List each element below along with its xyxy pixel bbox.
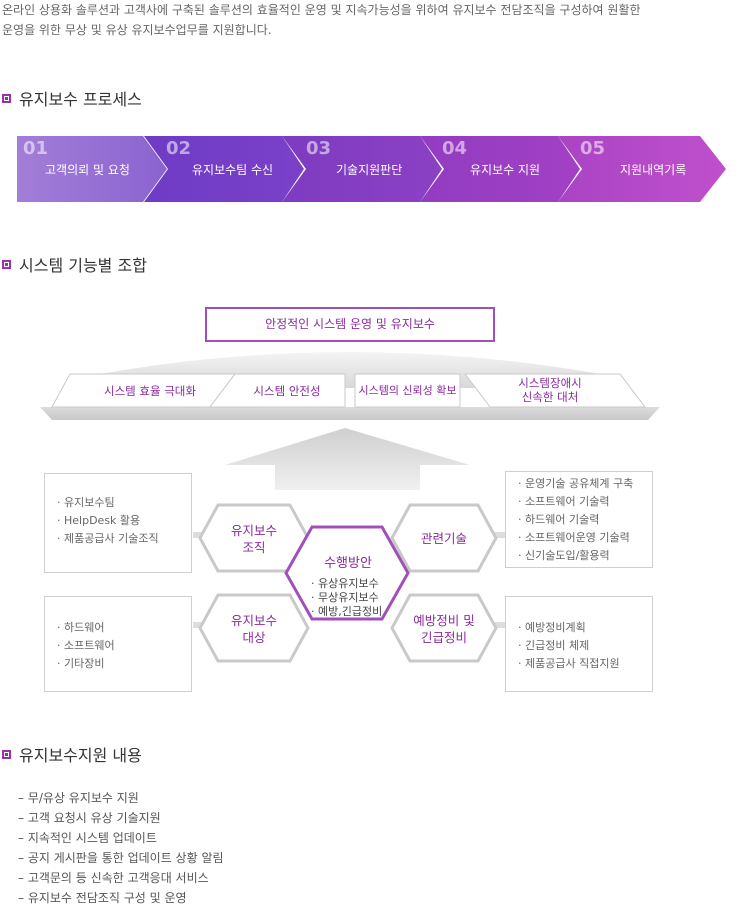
intro-text: 온라인 상용화 솔루션과 고객사에 구축된 솔루션의 효율적인 운영 및 지속가… (2, 0, 742, 40)
center-execution-plan-list: · 유상유지보수 · 무상유지보수 · 예방,긴급정비 (283, 577, 413, 619)
org-detail-box: 유지보수팀 HelpDesk 활용 제품공급사 기술조직 (44, 473, 192, 573)
hex-maintenance-org-line-2: 조직 (242, 540, 266, 555)
hex-maintenance-target-line-2: 대상 (242, 630, 266, 645)
process-step-5-label: 지원내역기록 (620, 163, 687, 177)
pillar-fault-response: 시스템장애시 신속한 대처 (490, 376, 610, 404)
support-content-list: – 무/유상 유지보수 지원 – 고객 요청시 유상 기술지원 – 지속적인 시… (18, 788, 224, 908)
process-step-2-number: 02 (166, 138, 192, 159)
hex-prevent-emergency: 예방정비 및 긴급정비 (395, 612, 493, 646)
system-diagram-graphic (40, 352, 660, 663)
center-execution-plan-title: 수행방안 (324, 556, 372, 571)
tech-detail-box: 운영기술 공유체계 구축 소프트웨어 기술력 하드웨어 기술력 소프트웨어운영 … (505, 471, 653, 568)
hex-maintenance-org-line-1: 유지보수 (230, 523, 277, 538)
tech-detail-item: 소프트웨어운영 기술력 (518, 529, 640, 547)
process-step-5: 05 지원내역기록 (558, 136, 727, 202)
process-step-2: 02 유지보수팀 수신 (144, 136, 304, 202)
hex-maintenance-org: 유지보수 조직 (205, 522, 303, 556)
process-flow: 01 고객의뢰 및 요청 02 유지보수팀 수신 03 기술지원판단 04 유지… (17, 136, 727, 202)
support-content-item: – 고객문의 등 신속한 고객응대 서비스 (18, 871, 209, 885)
org-detail-item: 제품공급사 기술조직 (57, 530, 179, 548)
tech-detail-item: 신기술도입/활용력 (518, 547, 640, 565)
hex-maintenance-target-line-1: 유지보수 (230, 613, 277, 628)
prevent-detail-item: 제품공급사 직접지원 (518, 655, 640, 673)
org-detail-item: 유지보수팀 (57, 494, 179, 512)
section-title-system-text: 시스템 기능별 조합 (19, 256, 147, 275)
prevent-detail-item: 긴급정비 체제 (518, 637, 640, 655)
section-title-system: 시스템 기능별 조합 (2, 252, 147, 276)
section-title-process-text: 유지보수 프로세스 (19, 90, 142, 109)
target-detail-item: 기타장비 (57, 655, 179, 673)
process-step-3-number: 03 (306, 138, 332, 159)
hex-prevent-emergency-line-1: 예방정비 및 (413, 613, 475, 628)
process-step-1-label: 고객의뢰 및 요청 (45, 163, 130, 177)
system-diagram: 안정적인 시스템 운영 및 유지보수 시스템 효율 극대화 시스템 안전성 시스… (0, 290, 750, 710)
intro-line-2: 운영을 위한 무상 및 유상 유지보수업무를 지원합니다. (2, 23, 272, 37)
support-content-item: – 고객 요청시 유상 기술지원 (18, 811, 161, 825)
target-detail-box: 하드웨어 소프트웨어 기타장비 (44, 596, 192, 692)
square-bullet-icon (2, 259, 11, 269)
support-content-item: – 지속적인 시스템 업데이트 (18, 831, 157, 845)
square-bullet-icon (2, 749, 11, 759)
section-title-content-text: 유지보수지원 내용 (19, 746, 142, 765)
process-step-4: 04 유지보수 지원 (420, 136, 580, 202)
process-step-5-number: 05 (580, 138, 606, 159)
tech-detail-item: 하드웨어 기술력 (518, 511, 640, 529)
hex-related-tech: 관련기술 (420, 531, 467, 546)
support-content-item: – 유지보수 전담조직 구성 및 운영 (18, 891, 187, 905)
hex-maintenance-target: 유지보수 대상 (205, 612, 303, 646)
process-step-1-number: 01 (23, 138, 49, 159)
square-bullet-icon (2, 93, 11, 103)
pillar-fault-response-line-1: 시스템장애시 (518, 376, 582, 390)
intro-line-1: 온라인 상용화 솔루션과 고객사에 구축된 솔루션의 효율적인 운영 및 지속가… (2, 3, 641, 17)
prevent-detail-box: 예방정비계획 긴급정비 체제 제품공급사 직접지원 (505, 596, 653, 692)
target-detail-item: 하드웨어 (57, 619, 179, 637)
prevent-detail-item: 예방정비계획 (518, 619, 640, 637)
section-title-process: 유지보수 프로세스 (2, 86, 142, 110)
pillar-safety: 시스템 안전성 (253, 384, 321, 398)
process-step-4-label: 유지보수 지원 (470, 163, 541, 177)
center-plan-item: · 무상유지보수 (311, 591, 379, 604)
process-step-1: 01 고객의뢰 및 요청 (17, 136, 169, 202)
target-detail-item: 소프트웨어 (57, 637, 179, 655)
hex-prevent-emergency-line-2: 긴급정비 (420, 630, 467, 645)
process-step-4-number: 04 (442, 138, 468, 159)
pillar-reliability: 시스템의 신뢰성 확보 (358, 384, 457, 397)
process-step-2-label: 유지보수팀 수신 (192, 163, 274, 177)
pillar-efficiency: 시스템 효율 극대화 (104, 384, 196, 398)
support-content-item: – 무/유상 유지보수 지원 (18, 791, 139, 805)
process-step-3-label: 기술지원판단 (336, 163, 403, 177)
org-detail-item: HelpDesk 활용 (57, 512, 179, 530)
pillar-fault-response-line-2: 신속한 대처 (521, 390, 579, 404)
top-goal-box: 안정적인 시스템 운영 및 유지보수 (205, 307, 495, 342)
section-title-content: 유지보수지원 내용 (2, 742, 142, 766)
support-content-item: – 공지 게시판을 통한 업데이트 상황 알림 (18, 851, 224, 865)
center-plan-item: · 유상유지보수 (311, 577, 379, 590)
process-step-3: 03 기술지원판단 (282, 136, 442, 202)
center-plan-item: · 예방,긴급정비 (311, 605, 383, 618)
tech-detail-item: 소프트웨어 기술력 (518, 493, 640, 511)
center-execution-plan: 수행방안 · 유상유지보수 · 무상유지보수 · 예방,긴급정비 (283, 552, 413, 619)
tech-detail-item: 운영기술 공유체계 구축 (518, 475, 640, 493)
